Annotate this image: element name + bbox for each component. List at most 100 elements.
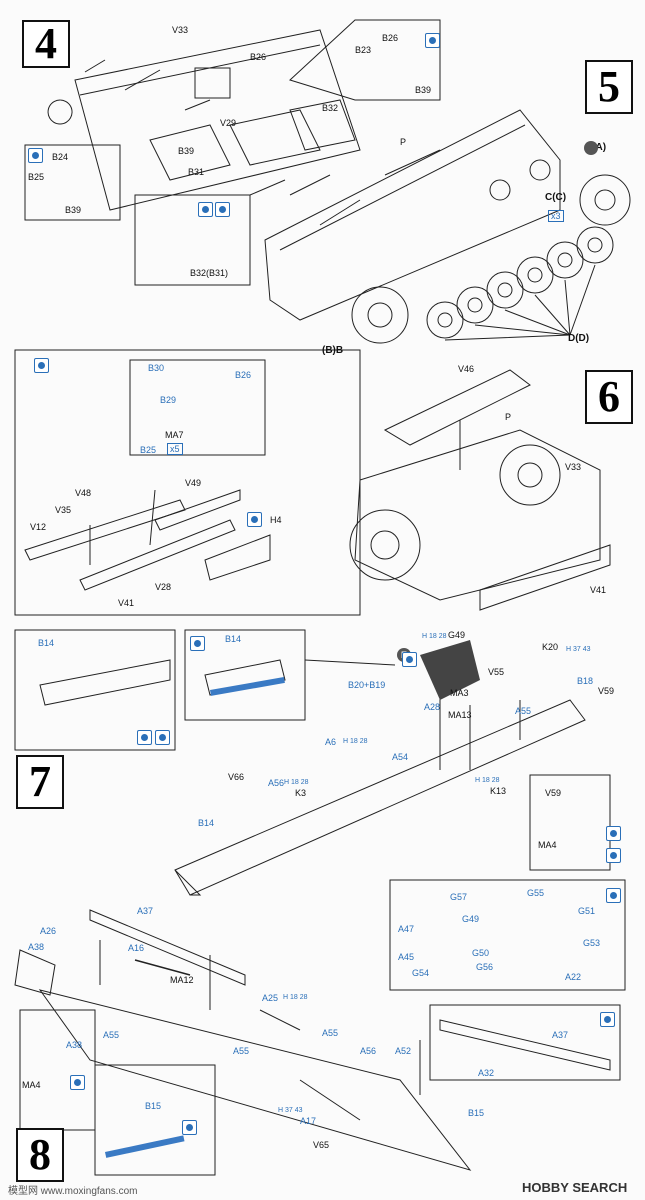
paint-code-chip: H 18 28 [283,994,308,1001]
glue-icon [155,730,170,745]
part-label: A22 [565,972,582,982]
glue-icon [28,148,43,163]
step-number-8: 8 [16,1128,64,1182]
part-label: V49 [185,478,202,488]
part-label: K20 [542,642,559,652]
part-label: A38 [28,942,45,952]
part-label: B25 [28,172,45,182]
part-label: A55 [233,1046,250,1056]
glue-icon [425,33,440,48]
part-label: MA13 [448,710,472,720]
part-label: V46 [458,364,475,374]
part-label: A37 [552,1030,569,1040]
glue-icon [215,202,230,217]
part-label: B39 [65,205,82,215]
part-label: V28 [155,582,172,592]
part-label: A16 [128,943,145,953]
part-label: MA3 [450,688,469,698]
part-label: A55 [103,1030,120,1040]
part-label: A38 [66,1040,83,1050]
part-label: A56 [268,778,285,788]
part-label: V33 [565,462,582,472]
part-label: A32 [478,1068,495,1078]
part-label: B26 [382,33,399,43]
flip-icon [247,512,262,527]
part-label: A52 [395,1046,412,1056]
part-label: A55 [322,1028,339,1038]
part-label: A17 [300,1116,317,1126]
part-label: V33 [172,25,189,35]
part-label: B18 [577,676,594,686]
part-label: G56 [476,962,494,972]
subassembly-label: C(C) [545,192,567,203]
brand-logo: HOBBY SEARCH [522,1180,628,1195]
paint-icon [198,202,213,217]
paint-code-chip: H 18 28 [475,777,500,784]
part-label: A37 [137,906,154,916]
paint-code-chip: H 18 28 [422,633,447,640]
part-label: B30 [148,363,165,373]
part-label: V65 [313,1140,330,1150]
glue-icon [606,888,621,903]
part-label: B20+B19 [348,680,386,690]
paint-code-chip: H 37 43 [566,646,591,653]
part-label: G51 [578,906,596,916]
subassembly-marker-icon [584,141,598,155]
part-label: V41 [590,585,607,595]
subassembly-label: D(D) [568,333,590,344]
part-label: G55 [527,888,545,898]
part-label: V48 [75,488,92,498]
part-label: V41 [118,598,135,608]
part-label: B14 [38,638,55,648]
part-label: A54 [392,752,409,762]
part-label: V59 [598,686,615,696]
part-label: MA4 [22,1080,41,1090]
part-label: B39 [178,146,195,156]
part-label: G49 [462,914,480,924]
part-label: B32(B31) [190,268,229,278]
part-label: B31 [188,167,205,177]
part-label: A25 [262,993,279,1003]
part-label: B25 [140,445,157,455]
part-label: MA4 [538,840,557,850]
paint-code-chip: H 37 43 [278,1107,303,1114]
part-label: G53 [583,938,601,948]
part-label: B15 [145,1101,162,1111]
part-label: V35 [55,505,72,515]
part-label: B24 [52,152,69,162]
part-label: A26 [40,926,57,936]
part-label: K3 [295,788,307,798]
step-number-4: 4 [22,20,70,68]
part-label: B14 [225,634,242,644]
paint-code-chip: H 18 28 [284,779,309,786]
step-number-7: 7 [16,755,64,809]
part-label: B29 [160,395,177,405]
part-label: A6 [325,737,337,747]
quantity-badge: x3 [548,210,564,222]
part-label: B14 [198,818,215,828]
part-label: A45 [398,952,415,962]
subassembly-label: (B)B [322,345,344,356]
part-label: V29 [220,118,237,128]
part-label: MA7 [165,430,184,440]
part-label: B32 [322,103,339,113]
part-label: H4 [270,515,282,525]
part-label: G50 [472,948,490,958]
part-label: V12 [30,522,47,532]
part-label: B15 [468,1108,485,1118]
glue-icon [606,848,621,863]
glue-icon [190,636,205,651]
part-label: P [400,137,407,147]
quantity-badge: x5 [167,443,183,455]
step-number-5: 5 [585,60,633,114]
part-label: V59 [545,788,562,798]
glue-icon [606,826,621,841]
glue-icon [34,358,49,373]
part-label: A28 [424,702,441,712]
part-label: P [505,412,512,422]
part-label: B26 [235,370,252,380]
part-label: G54 [412,968,430,978]
watermark: 模型网 www.moxingfans.com [8,1186,138,1197]
